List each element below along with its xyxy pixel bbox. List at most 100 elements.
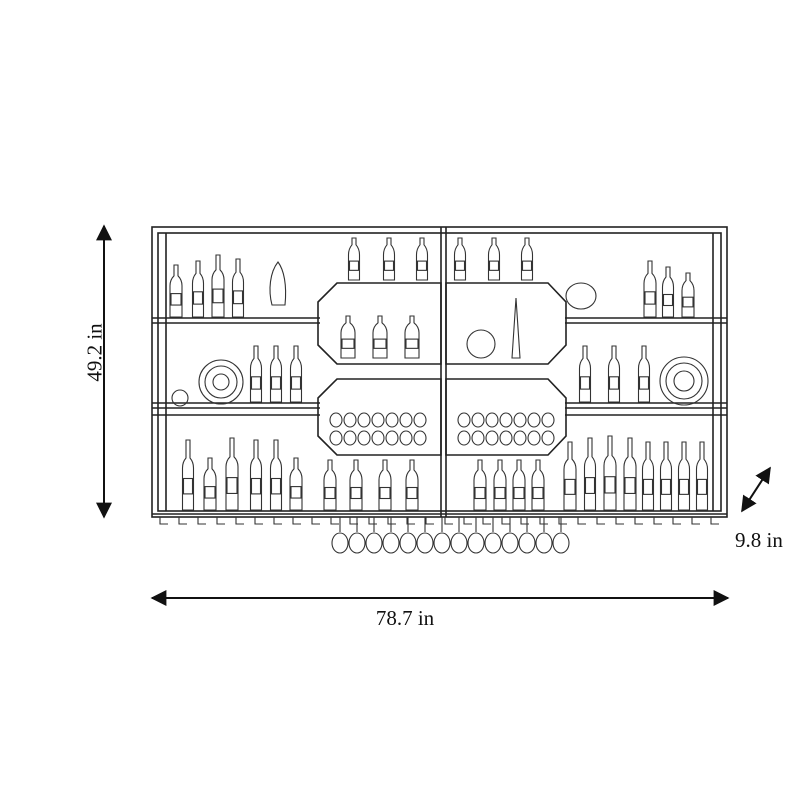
glass-hanger-hook bbox=[577, 517, 586, 525]
glass-hanger-hook bbox=[349, 517, 358, 525]
bottle bbox=[415, 237, 429, 281]
bottle bbox=[269, 345, 283, 403]
bottle-label bbox=[250, 376, 262, 390]
glass-hanger-hook bbox=[558, 517, 567, 525]
bottle-label bbox=[379, 486, 391, 500]
bottle bbox=[349, 459, 363, 511]
cabinet-glass bbox=[385, 430, 399, 446]
glass-hanger-hook bbox=[387, 517, 396, 525]
bottle-label bbox=[494, 486, 506, 500]
bottle bbox=[583, 437, 597, 511]
bottle bbox=[493, 459, 507, 511]
bottle-label bbox=[564, 478, 576, 495]
bottle bbox=[637, 345, 651, 403]
wine-glass bbox=[484, 532, 502, 554]
cabinet-glass bbox=[371, 430, 385, 446]
bottle bbox=[231, 258, 245, 318]
bottle-label bbox=[604, 476, 616, 494]
decor-items bbox=[171, 261, 709, 407]
wine-glass bbox=[433, 532, 451, 554]
bottle bbox=[372, 315, 388, 359]
bottle bbox=[607, 345, 621, 403]
glass-hanger-hook bbox=[235, 517, 244, 525]
glass-hanger-hook bbox=[463, 517, 472, 525]
bottle-label bbox=[383, 260, 395, 271]
cabinet-glass bbox=[371, 412, 385, 428]
bottle bbox=[563, 441, 577, 511]
bottle bbox=[531, 459, 545, 511]
depth-label: 9.8 in bbox=[735, 528, 783, 552]
bottle-label bbox=[608, 376, 620, 390]
cabinet-glass bbox=[499, 412, 513, 428]
glass-hanger-hook bbox=[311, 517, 320, 525]
hanging-glasses-layer bbox=[159, 412, 719, 554]
glass-hanger-hook bbox=[425, 517, 434, 525]
cabinet-glass bbox=[471, 412, 485, 428]
bottle bbox=[641, 441, 655, 511]
glass-hanger-hook bbox=[539, 517, 548, 525]
glass-hanger-hook bbox=[501, 517, 510, 525]
cabinet-glass bbox=[385, 412, 399, 428]
glass-hanger-hook bbox=[710, 517, 719, 525]
cabinet-glass bbox=[527, 412, 541, 428]
bottle bbox=[677, 441, 691, 511]
glass-hanger-hook bbox=[653, 517, 662, 525]
glass-hanger-hook bbox=[330, 517, 339, 525]
cabinet-glass bbox=[357, 412, 371, 428]
bottle-label bbox=[406, 486, 418, 500]
wine-glass bbox=[501, 532, 519, 554]
bottle bbox=[323, 459, 337, 511]
bottle-label bbox=[226, 477, 238, 494]
wine-glass bbox=[518, 532, 536, 554]
wine-glass bbox=[348, 532, 366, 554]
bottle bbox=[487, 237, 501, 281]
bottle bbox=[512, 459, 526, 511]
cabinet-glass bbox=[541, 412, 555, 428]
bottle-label bbox=[204, 486, 216, 499]
cabinet-glass bbox=[457, 430, 471, 446]
bottle bbox=[347, 237, 361, 281]
glass-hanger-hook bbox=[216, 517, 225, 525]
wine-glass bbox=[382, 532, 400, 554]
bottle-label bbox=[624, 477, 636, 494]
cabinet-glass bbox=[499, 430, 513, 446]
glass-hanger-hook bbox=[178, 517, 187, 525]
bottle-label bbox=[324, 486, 336, 500]
bottle-label bbox=[212, 288, 224, 304]
glass-hanger-hook bbox=[273, 517, 282, 525]
bottle bbox=[340, 315, 356, 359]
glass-hanger-hook bbox=[254, 517, 263, 525]
bottle-label bbox=[192, 291, 204, 305]
bottle bbox=[181, 439, 195, 511]
bottle bbox=[520, 237, 534, 281]
bottle bbox=[211, 254, 225, 318]
cabinet-glass bbox=[513, 412, 527, 428]
cabinet-glass bbox=[413, 412, 427, 428]
cabinet-glass bbox=[413, 430, 427, 446]
cabinet-glass bbox=[329, 430, 343, 446]
glass-hanger-hook bbox=[406, 517, 415, 525]
bottle-label bbox=[405, 338, 419, 349]
bottle bbox=[249, 439, 263, 511]
bottle-label bbox=[521, 260, 533, 271]
bottle bbox=[249, 345, 263, 403]
bottle-label bbox=[250, 477, 262, 495]
bottle bbox=[289, 345, 303, 403]
cabinet-glass bbox=[329, 412, 343, 428]
bottle-label bbox=[579, 376, 591, 390]
bottle-label bbox=[644, 291, 656, 305]
glass-hanger-hook bbox=[634, 517, 643, 525]
bottle-label bbox=[532, 486, 544, 500]
bottle-label bbox=[170, 293, 182, 306]
bottle-label bbox=[474, 486, 486, 500]
width-label: 78.7 in bbox=[375, 606, 435, 630]
bottle-label bbox=[232, 290, 244, 305]
bottle bbox=[661, 266, 675, 318]
cabinet-glass bbox=[457, 412, 471, 428]
glass-hanger-hook bbox=[197, 517, 206, 525]
bottle-label bbox=[682, 296, 694, 308]
bottle bbox=[225, 437, 239, 511]
cabinet-glass bbox=[527, 430, 541, 446]
bottle bbox=[578, 345, 592, 403]
